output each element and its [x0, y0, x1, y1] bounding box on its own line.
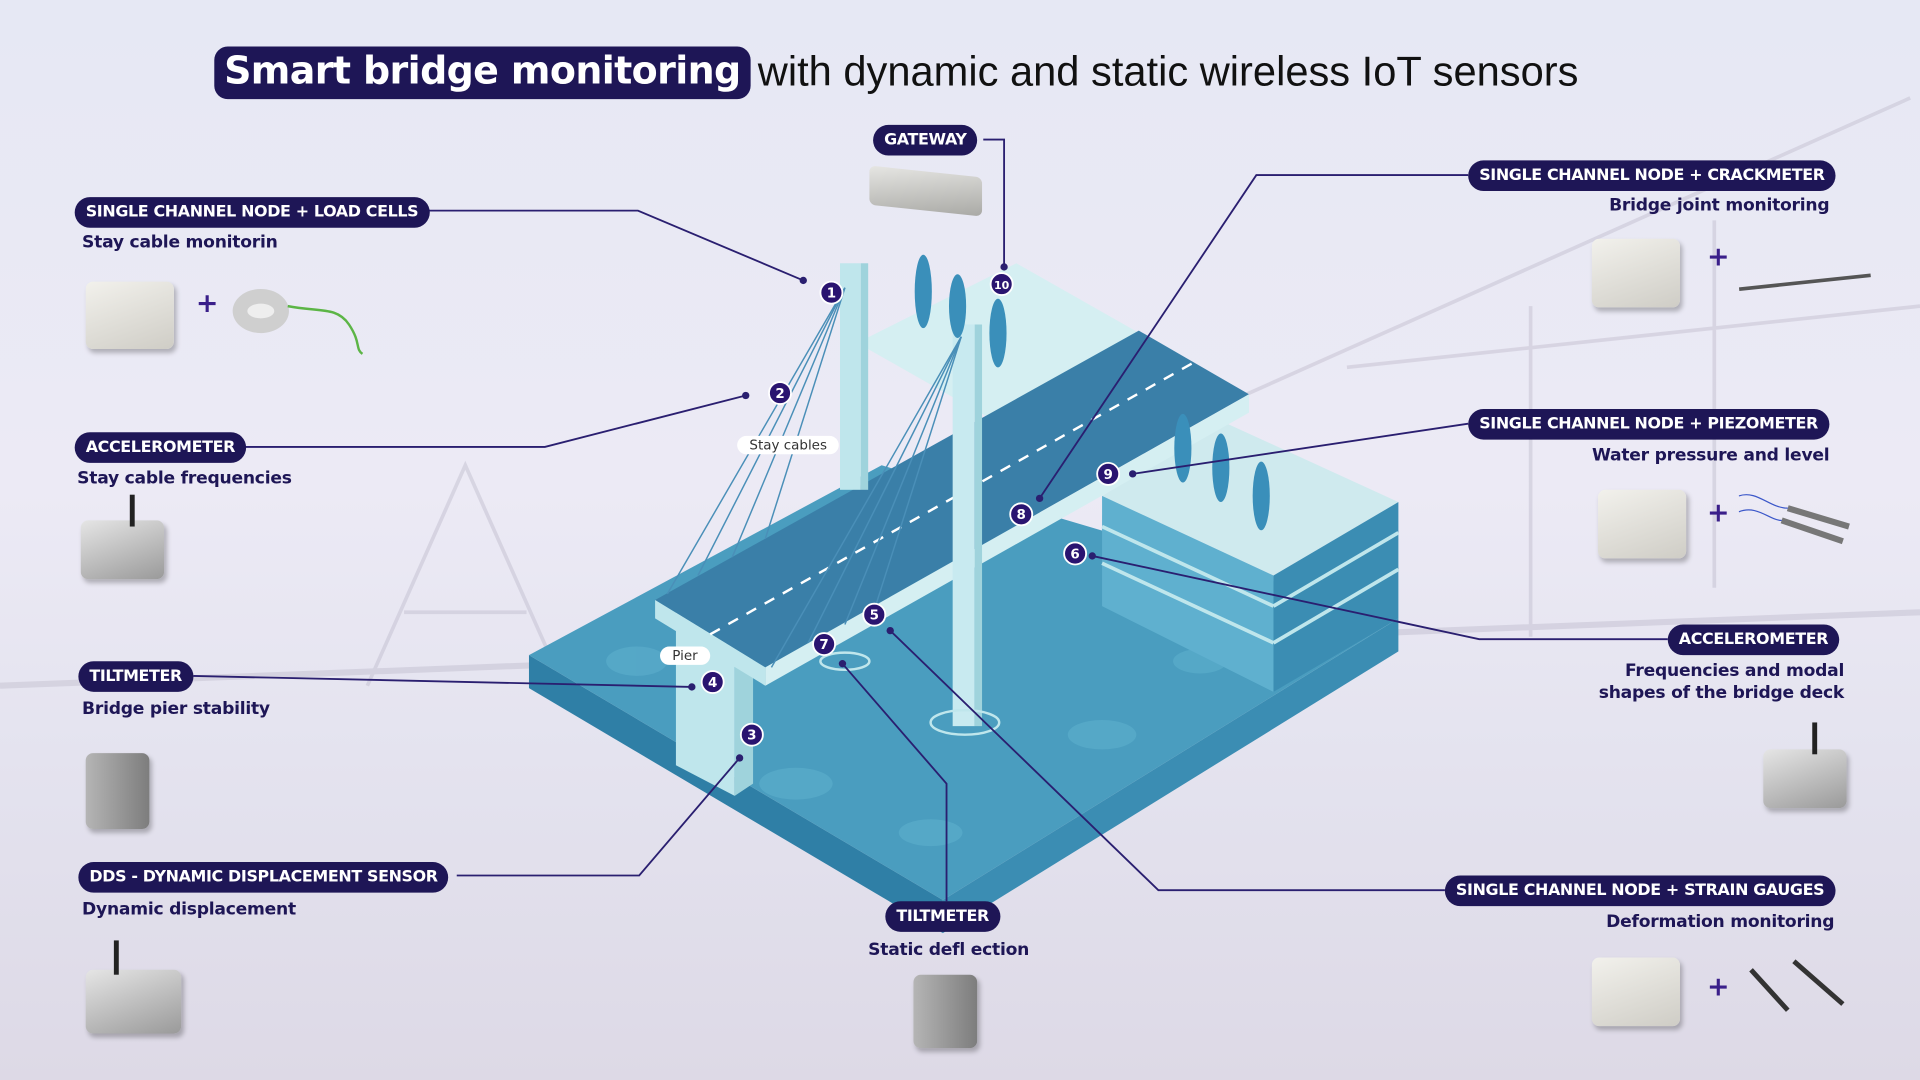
base-right-face	[942, 618, 1399, 934]
land-layers	[1101, 524, 1400, 645]
tiltmeter-left-tag: TILTMETER	[78, 661, 193, 692]
sensor-marker-3: 3	[739, 722, 764, 747]
dds-sub: Dynamic displacement	[82, 900, 296, 920]
ripple	[819, 651, 871, 672]
sensor-marker-label: 9	[1103, 468, 1112, 483]
plus-sign: +	[1706, 972, 1730, 1003]
dds-device	[85, 969, 182, 1034]
strain-gauges-tag: SINGLE CHANNEL NODE + STRAIN GAUGES	[1444, 875, 1836, 907]
sensor-marker-4: 4	[700, 670, 725, 694]
accelerometer-device	[80, 520, 165, 580]
accelerometer-device	[1763, 749, 1847, 809]
accelerometer-right-tag: ACCELEROMETER	[1667, 624, 1840, 656]
sensor-markers: 1 2 3 4 5 6 7 8 9 10	[700, 272, 1121, 747]
sensor-marker-label: 6	[1070, 547, 1079, 562]
crackmeter-tag: SINGLE CHANNEL NODE + CRACKMETER	[1468, 160, 1836, 192]
load-cells-tag: SINGLE CHANNEL NODE + LOAD CELLS	[74, 197, 430, 228]
accelerometer-left-tag: ACCELEROMETER	[74, 432, 247, 463]
antenna-icon	[129, 494, 135, 527]
pylon-back	[840, 263, 861, 490]
leader-dots	[688, 263, 1137, 762]
sensor-marker-1: 1	[819, 280, 844, 305]
road-edge	[655, 600, 766, 686]
pylon-main-side	[974, 324, 983, 727]
sensor-marker-10: 10	[989, 272, 1014, 297]
sensor-marker-5: 5	[862, 602, 887, 627]
pylon-back-side	[860, 263, 869, 490]
accelerometer-right-sub2: shapes of the bridge deck	[1598, 683, 1845, 703]
single-channel-node	[1591, 957, 1681, 1027]
gateway-tag: GATEWAY	[873, 124, 978, 156]
sensor-marker-2: 2	[768, 381, 792, 406]
piezometer-sub: Water pressure and level	[1591, 445, 1830, 466]
stay-cables-label: Stay cables	[737, 435, 840, 455]
pier-label: Pier	[660, 646, 710, 665]
sensor-marker-label: 10	[994, 279, 1010, 292]
accelerometer-left-sub: Stay cable frequencies	[77, 468, 292, 489]
sensor-marker-label: 4	[708, 676, 717, 691]
tiltmeter-bottom-sub: Static defl ection	[868, 940, 1030, 961]
page-title: Smart bridge monitoring with dynamic and…	[214, 46, 1579, 100]
single-channel-node	[1597, 489, 1687, 559]
road-centerline	[709, 361, 1195, 636]
plus-sign: +	[195, 288, 219, 320]
plus-sign: +	[1706, 242, 1730, 274]
sensor-marker-7: 7	[812, 632, 837, 657]
sensor-marker-label: 7	[819, 638, 828, 653]
leader-lines	[193, 138, 1668, 902]
tiltmeter-device	[85, 753, 150, 829]
pylon-main	[952, 324, 975, 727]
sensor-marker-label: 1	[827, 287, 836, 302]
single-channel-node	[1591, 238, 1681, 308]
sensor-marker-label: 8	[1017, 508, 1026, 523]
sensor-marker-6: 6	[1063, 541, 1088, 566]
load-cell	[232, 288, 289, 334]
sensor-marker-label: 2	[775, 387, 784, 402]
sensor-marker-label: 3	[747, 729, 756, 744]
plus-sign: +	[1706, 498, 1730, 529]
piezometer-tag: SINGLE CHANNEL NODE + PIEZOMETER	[1468, 408, 1829, 440]
sensor-marker-9: 9	[1096, 461, 1121, 486]
stay-cables	[666, 287, 962, 668]
antenna-icon	[1812, 722, 1818, 755]
tiltmeter-bottom-tag: TILTMETER	[885, 901, 1000, 932]
strain-gauges	[1749, 959, 1845, 1012]
tiltmeter-left-sub: Bridge pier stability	[82, 699, 270, 719]
dds-tag: DDS - DYNAMIC DISPLACEMENT SENSOR	[78, 862, 449, 893]
load-cell-wire	[287, 304, 364, 355]
strain-gauges-sub: Deformation monitoring	[1606, 912, 1835, 932]
title-rest: with dynamic and static wireless IoT sen…	[757, 48, 1579, 96]
load-cells-sub: Stay cable monitorin	[82, 232, 278, 253]
single-channel-node	[85, 281, 174, 349]
road-edge-side	[765, 394, 1249, 686]
trees	[914, 254, 1270, 531]
sensor-marker-8: 8	[1009, 502, 1034, 527]
accelerometer-right-sub1: Frequencies and modal	[1625, 661, 1845, 681]
sensor-marker-label: 5	[870, 609, 879, 624]
piezometer-sensors	[1738, 494, 1850, 545]
ripple	[929, 708, 1001, 736]
tiltmeter-device	[913, 974, 978, 1049]
antenna-icon	[113, 940, 119, 975]
title-highlight: Smart bridge monitoring	[214, 46, 751, 100]
crackmeter-sub: Bridge joint monitoring	[1609, 195, 1830, 216]
